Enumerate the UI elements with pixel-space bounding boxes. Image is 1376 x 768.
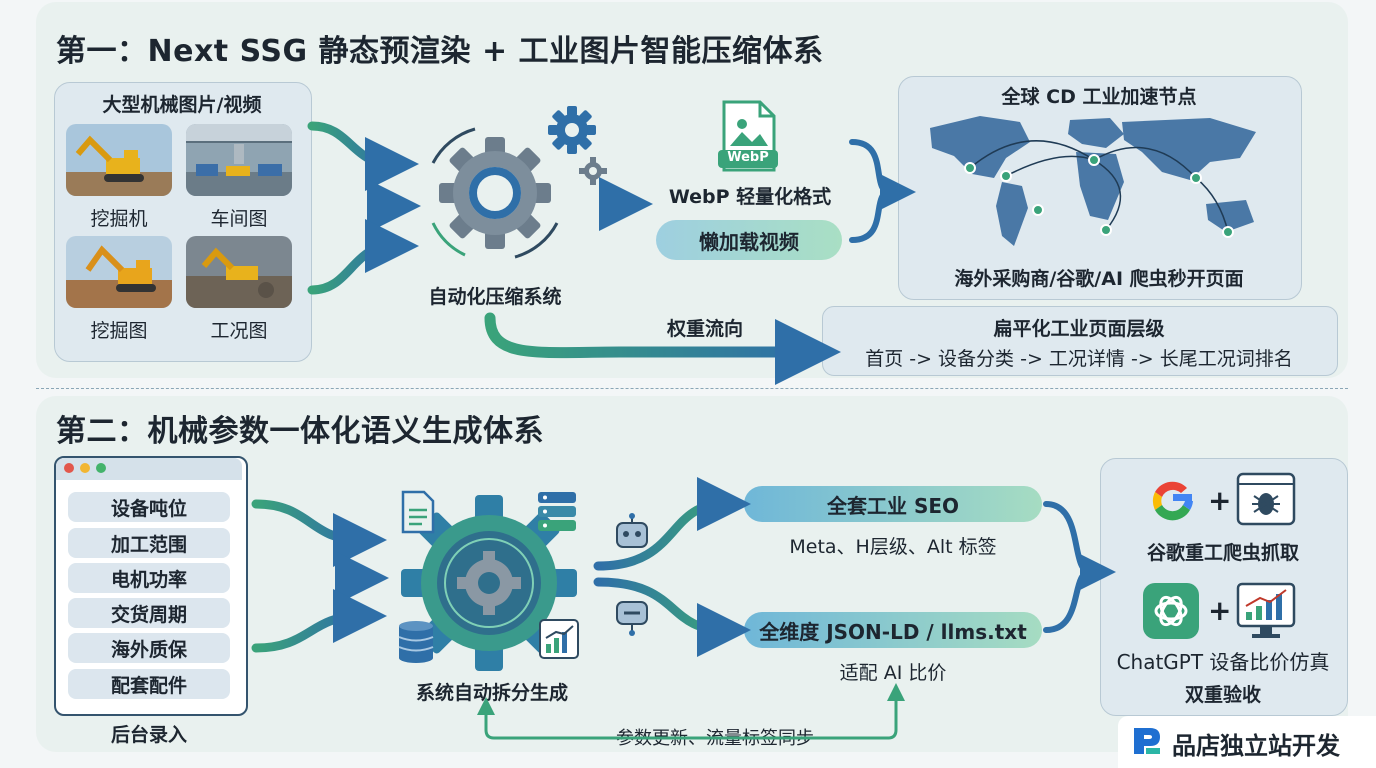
admin-field-tonnage[interactable]: 设备吨位	[68, 492, 230, 522]
webp-label: WebP 轻量化格式	[668, 186, 832, 208]
cdn-title: 全球 CD 工业加速节点	[1001, 86, 1197, 108]
media-label-2: 车间图	[210, 208, 268, 230]
section1-title: 第一：Next SSG 静态预渲染 + 工业图片智能压缩体系	[56, 34, 824, 69]
admin-field-accessories[interactable]: 配套配件	[68, 669, 230, 699]
plus-sign-2: +	[1208, 594, 1232, 627]
brand-logo-icon	[1130, 724, 1164, 758]
window-dot-yellow-icon	[80, 463, 90, 473]
google-logo-icon	[1146, 474, 1200, 528]
monitor-chart-icon	[1236, 582, 1296, 640]
jsonld-pill: 全维度 JSON-LD / llms.txt	[744, 612, 1042, 648]
plus-sign-1: +	[1208, 484, 1232, 517]
window-dot-red-icon	[64, 463, 74, 473]
weight-flow-label: 权重流向	[666, 318, 743, 340]
sync-label: 参数更新、流量标签同步	[616, 728, 814, 749]
google-caption: 谷歌重工爬虫抓取	[1146, 542, 1299, 564]
server-icon	[536, 490, 578, 534]
excavation-image	[66, 236, 172, 308]
final-caption: 双重验收	[1184, 684, 1261, 706]
webp-file-icon	[716, 100, 780, 174]
verify-card	[1100, 458, 1348, 716]
chatgpt-logo-icon	[1142, 582, 1200, 640]
lazy-load-pill: 懒加载视频	[656, 220, 842, 260]
chatgpt-caption: ChatGPT 设备比价仿真	[1116, 650, 1330, 674]
document-icon	[400, 490, 436, 534]
hierarchy-card	[822, 306, 1338, 376]
media-label-4: 工况图	[210, 320, 268, 342]
seo-pill: 全套工业 SEO	[744, 486, 1042, 522]
generate-label: 系统自动拆分生成	[415, 682, 568, 704]
webp-badge: WebP	[727, 150, 769, 165]
crawler-bug-icon	[1236, 472, 1296, 528]
cdn-caption: 海外采购商/谷歌/AI 爬虫秒开页面	[954, 268, 1244, 290]
robot-icon-2	[612, 596, 652, 636]
admin-caption: 后台录入	[110, 724, 187, 746]
compress-gear-icon	[420, 118, 570, 268]
window-dot-green-icon	[96, 463, 106, 473]
generator-gear-icon	[396, 490, 582, 676]
robot-icon	[612, 512, 652, 552]
media-card-title: 大型机械图片/视频	[102, 94, 262, 116]
media-label-3: 挖掘图	[90, 320, 148, 342]
analytics-chart-icon	[538, 618, 580, 660]
media-label-1: 挖掘机	[90, 208, 148, 230]
workshop-image	[186, 124, 292, 196]
brand-badge	[1118, 716, 1376, 768]
section-divider	[36, 388, 1348, 389]
admin-field-warranty[interactable]: 海外质保	[68, 633, 230, 663]
seo-sub: Meta、H层级、Alt 标签	[789, 536, 997, 558]
excavator-image	[66, 124, 172, 196]
admin-field-delivery[interactable]: 交货周期	[68, 598, 230, 628]
section2-title: 第二：机械参数一体化语义生成体系	[56, 414, 544, 449]
hierarchy-title: 扁平化工业页面层级	[993, 318, 1165, 340]
brand-name: 品店独立站开发	[1172, 732, 1340, 760]
small-gear-icon	[546, 104, 598, 156]
database-icon	[396, 618, 436, 664]
admin-field-range[interactable]: 加工范围	[68, 528, 230, 558]
hierarchy-path: 首页 -> 设备分类 -> 工况详情 -> 长尾工况词排名	[865, 348, 1293, 370]
world-map-icon	[910, 108, 1288, 254]
site-condition-image	[186, 236, 292, 308]
tiny-gear-icon	[578, 156, 608, 186]
compress-label: 自动化压缩系统	[428, 286, 562, 308]
admin-field-power[interactable]: 电机功率	[68, 563, 230, 593]
jsonld-sub: 适配 AI 比价	[839, 662, 947, 684]
